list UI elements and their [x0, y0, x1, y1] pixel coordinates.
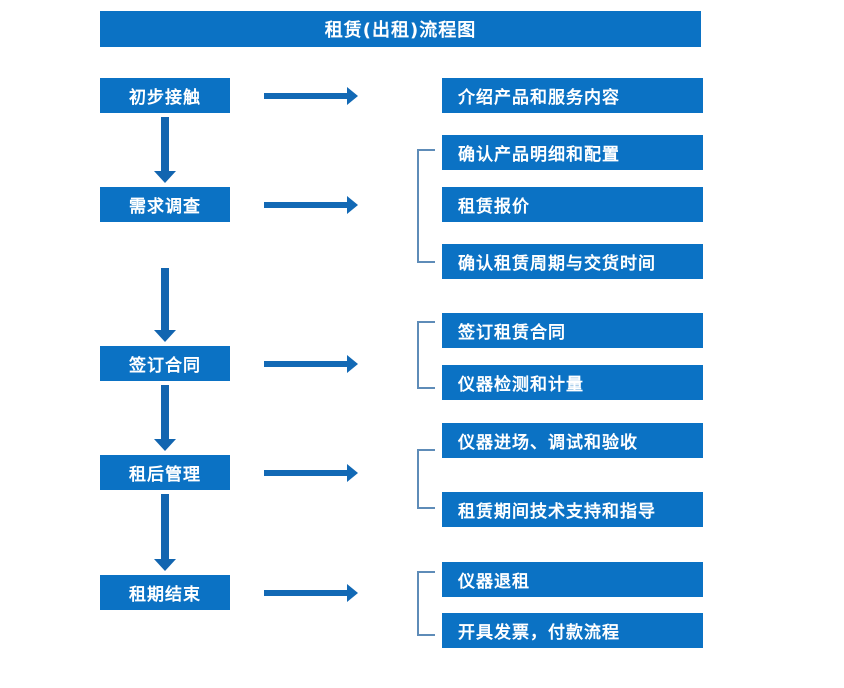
stage-box-4[interactable]: 租后管理: [100, 455, 230, 490]
down-arrow-icon-4: [154, 494, 176, 571]
detail-box-2[interactable]: 确认产品明细和配置: [442, 135, 703, 170]
right-arrow-icon-3: [264, 355, 358, 373]
right-arrow-icon-4: [264, 464, 358, 482]
group-bracket-2: [417, 321, 435, 389]
detail-box-4[interactable]: 确认租赁周期与交货时间: [442, 244, 703, 279]
detail-box-6[interactable]: 仪器检测和计量: [442, 365, 703, 400]
detail-box-3[interactable]: 租赁报价: [442, 187, 703, 222]
down-arrow-icon-3: [154, 385, 176, 451]
group-bracket-4: [417, 571, 435, 636]
stage-box-5[interactable]: 租期结束: [100, 575, 230, 610]
detail-box-9[interactable]: 仪器退租: [442, 562, 703, 597]
detail-box-10[interactable]: 开具发票，付款流程: [442, 613, 703, 648]
stage-box-3[interactable]: 签订合同: [100, 346, 230, 381]
down-arrow-icon-2: [154, 268, 176, 342]
stage-box-1[interactable]: 初步接触: [100, 78, 230, 113]
stage-box-2[interactable]: 需求调查: [100, 187, 230, 222]
right-arrow-icon-2: [264, 196, 358, 214]
group-bracket-3: [417, 449, 435, 509]
page-title: 租赁(出租)流程图: [100, 11, 701, 47]
detail-box-5[interactable]: 签订租赁合同: [442, 313, 703, 348]
detail-box-8[interactable]: 租赁期间技术支持和指导: [442, 492, 703, 527]
detail-box-1[interactable]: 介绍产品和服务内容: [442, 78, 703, 113]
group-bracket-1: [417, 149, 435, 263]
detail-box-7[interactable]: 仪器进场、调试和验收: [442, 423, 703, 458]
right-arrow-icon-5: [264, 584, 358, 602]
down-arrow-icon-1: [154, 117, 176, 183]
right-arrow-icon-1: [264, 87, 358, 105]
